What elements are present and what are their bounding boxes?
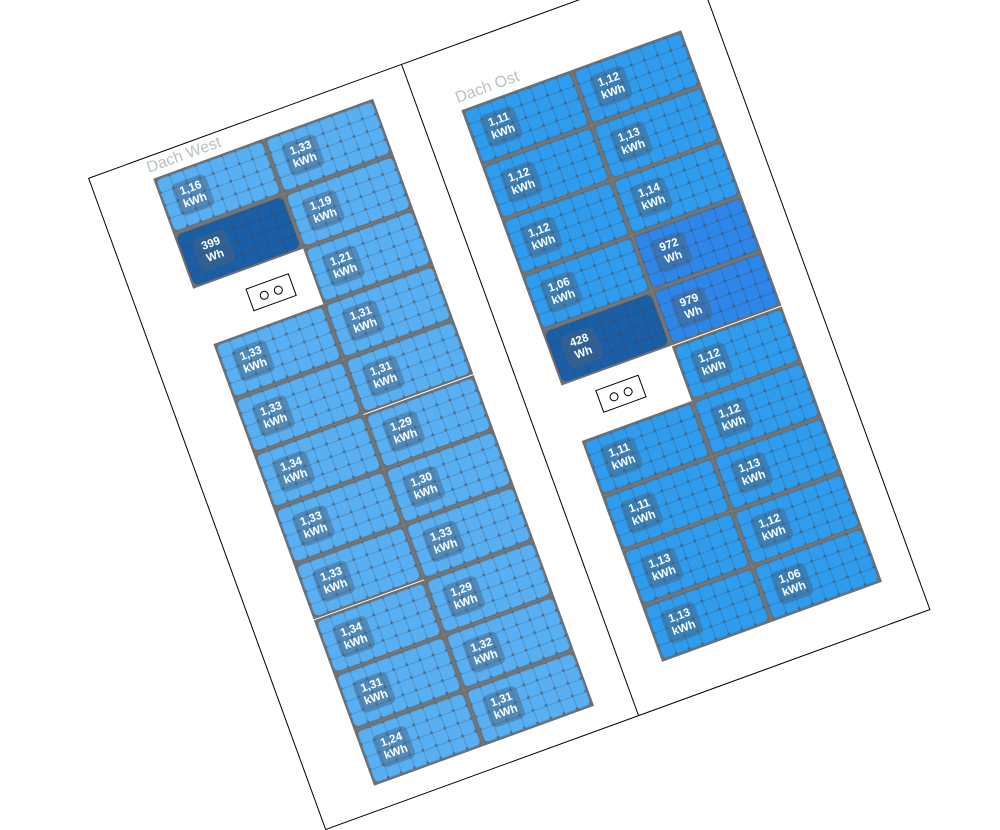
inverter-west-icon[interactable] bbox=[245, 273, 297, 312]
inverter-east-icon[interactable] bbox=[595, 374, 647, 413]
